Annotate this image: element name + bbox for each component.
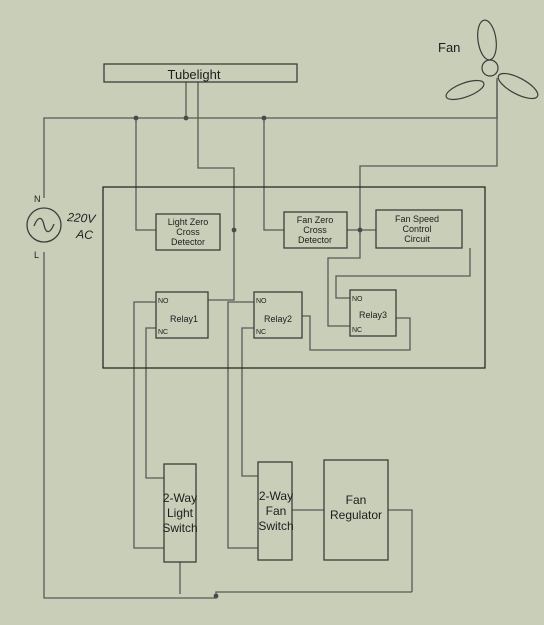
relay2-nc-label: NC <box>256 329 266 336</box>
wire-fan-down <box>359 80 498 230</box>
tubelight-box <box>103 63 298 83</box>
source-l-label: L <box>34 250 39 260</box>
relay2-box <box>253 291 303 339</box>
light-switch-line: Switch <box>162 521 197 535</box>
light-zcd-line: Cross <box>176 227 200 237</box>
wire-relay1-no <box>133 301 164 549</box>
relay1-no-label: NO <box>158 298 169 305</box>
relay2-no-label: NO <box>256 298 267 305</box>
relay1-nc-label: NC <box>158 329 168 336</box>
junction-dot <box>183 115 189 121</box>
wire-light-zcd-in <box>135 118 156 231</box>
fan-zcd-box <box>283 211 348 249</box>
fan-switch-line: Switch <box>258 519 293 533</box>
fan-switch-line: Fan <box>266 504 287 518</box>
light-switch-box <box>163 463 197 563</box>
fan-regulator-line: Fan <box>346 493 367 507</box>
controller-enclosure <box>102 186 486 369</box>
fan-switch-box <box>257 461 293 561</box>
source-n-label: N <box>34 194 41 204</box>
fan-icon <box>445 19 539 101</box>
fan-zcd-line: Fan Zero <box>297 215 334 225</box>
junction-dot <box>357 227 363 233</box>
wire-speed-relay3 <box>335 248 471 299</box>
junction-dot <box>261 115 267 121</box>
fan-regulator-box <box>323 459 389 561</box>
wire-tubelight-right <box>197 82 235 301</box>
ac-source: N L 220V AC <box>26 194 97 260</box>
wire-regulator-right <box>388 509 413 592</box>
source-type-label: AC <box>75 227 94 242</box>
wire-relay3-out <box>302 315 411 351</box>
light-switch-line: Light <box>167 506 194 520</box>
sine-wave-icon <box>33 217 55 233</box>
light-zcd-box <box>155 213 221 251</box>
fan-switch-line: 2-Way <box>259 489 293 503</box>
tubelight-label: Tubelight <box>168 67 221 82</box>
relay2-label: Relay2 <box>264 314 292 324</box>
speed-control-line: Circuit <box>404 234 430 244</box>
wire-fan-zcd-in <box>263 118 284 231</box>
wire-fan-relay3 <box>327 230 361 327</box>
light-zcd-line: Light Zero <box>168 217 209 227</box>
junction-dot <box>213 593 219 599</box>
fan-regulator-line: Regulator <box>330 508 382 522</box>
speed-control-line: Control <box>402 224 431 234</box>
fan-zcd-line: Detector <box>298 235 332 245</box>
relay3-box <box>349 289 397 337</box>
source-voltage-label: 220V <box>66 210 97 226</box>
wire-live-top <box>43 78 498 198</box>
speed-control-line: Fan Speed <box>395 214 439 224</box>
speed-control-box <box>375 209 463 249</box>
wire-relay1-nc <box>145 327 164 479</box>
ac-source-circle <box>26 207 62 243</box>
wire-relay2-no <box>227 301 258 549</box>
relay3-nc-label: NC <box>352 327 362 334</box>
relay3-label: Relay3 <box>359 310 387 320</box>
relay3-no-label: NO <box>352 296 363 303</box>
junction-dot <box>231 227 237 233</box>
junction-dot <box>133 115 139 121</box>
wire-relay2-nc <box>241 327 258 477</box>
junctions <box>133 115 363 599</box>
fan-zcd-line: Cross <box>303 225 327 235</box>
fan-label: Fan <box>438 40 460 55</box>
relay1-label: Relay1 <box>170 314 198 324</box>
light-zcd-line: Detector <box>171 237 205 247</box>
relay1-box <box>155 291 209 339</box>
light-switch-line: 2-Way <box>163 491 197 505</box>
